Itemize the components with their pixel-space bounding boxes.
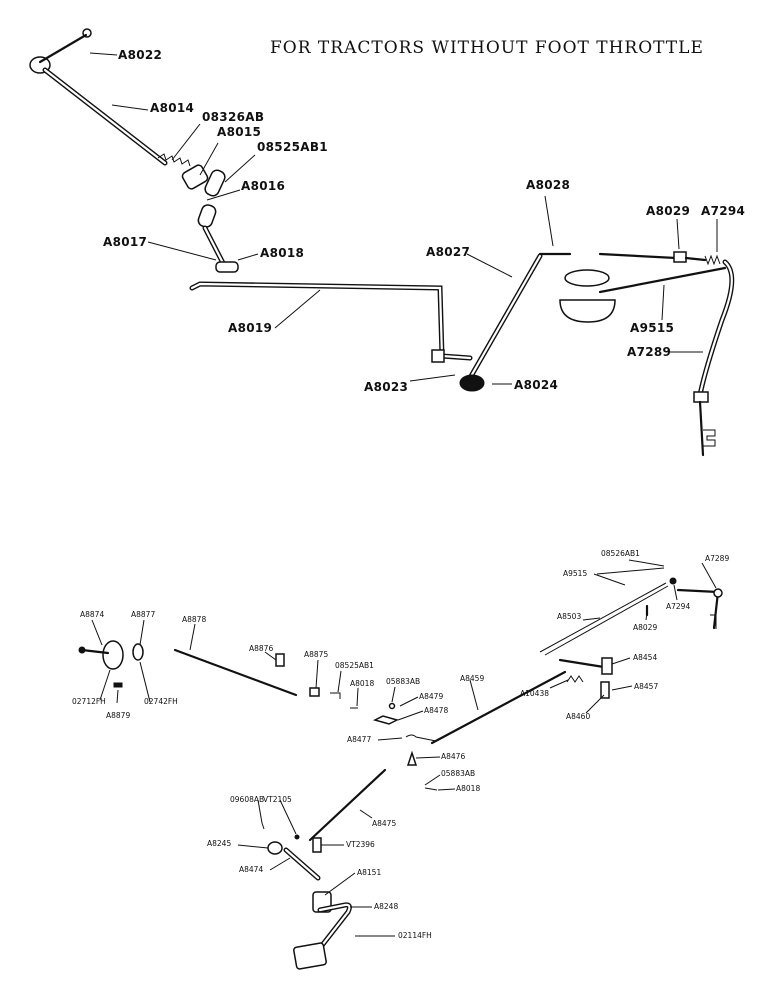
part-label: A8454 <box>633 653 658 662</box>
part-label: A8478 <box>424 706 449 715</box>
part-label: A8018 <box>350 679 375 688</box>
part-label: 05883AB <box>386 677 421 686</box>
part-label: 09608AB <box>230 795 265 804</box>
part-label: 08525AB1 <box>257 140 328 154</box>
part-label: A10438 <box>520 689 549 698</box>
part-label: A8016 <box>241 179 286 193</box>
part-label: A8151 <box>357 868 382 877</box>
part-label: A8027 <box>426 245 471 259</box>
part-label: 08326AB <box>202 110 265 124</box>
part-label: A8875 <box>304 650 329 659</box>
top-leader-lines <box>89 52 718 385</box>
part-label: A8017 <box>103 235 148 249</box>
part-label: A8457 <box>634 682 659 691</box>
part-label: A8876 <box>249 644 274 653</box>
part-label: A8245 <box>207 839 232 848</box>
part-label: 08525AB1 <box>335 661 374 670</box>
part-label: A8476 <box>441 752 466 761</box>
part-label: 05883AB <box>441 769 476 778</box>
part-label: A8029 <box>646 204 691 218</box>
part-label: 02114FH <box>398 931 432 940</box>
part-label: A8028 <box>526 178 571 192</box>
part-label: A8029 <box>633 623 658 632</box>
bottom-leader-lines <box>91 559 717 937</box>
part-label: A7294 <box>701 204 746 218</box>
part-label: A8503 <box>557 612 582 621</box>
part-label: A8479 <box>419 692 444 701</box>
part-label: A7289 <box>627 345 672 359</box>
part-label: A7294 <box>666 602 691 611</box>
part-label: A9515 <box>563 569 588 578</box>
part-label: A8015 <box>217 125 262 139</box>
part-label: VT2396 <box>346 840 375 849</box>
bottom-assembly-drawing <box>78 567 723 970</box>
part-label: A8018 <box>260 246 305 260</box>
part-label: A8023 <box>364 380 409 394</box>
part-label: A8019 <box>228 321 273 335</box>
part-label: A8018 <box>456 784 481 793</box>
part-label: A8477 <box>347 735 372 744</box>
part-label: A8014 <box>150 101 195 115</box>
part-label: A8475 <box>372 819 397 828</box>
part-label: A8877 <box>131 610 156 619</box>
part-label: A8474 <box>239 865 264 874</box>
part-label: 02742FH <box>144 697 178 706</box>
part-label: A8878 <box>182 615 207 624</box>
part-label: A9515 <box>630 321 675 335</box>
part-label: A8024 <box>514 378 559 392</box>
part-label: A8459 <box>460 674 485 683</box>
part-label: A7289 <box>705 554 730 563</box>
part-label: A8874 <box>80 610 105 619</box>
part-label: A8022 <box>118 48 163 62</box>
part-label: VT2105 <box>263 795 292 804</box>
diagram-title: FOR TRACTORS WITHOUT FOOT THROTTLE <box>270 38 704 58</box>
part-label: A8460 <box>566 712 591 721</box>
part-label: A8879 <box>106 711 131 720</box>
top-assembly-drawing <box>29 28 735 457</box>
part-label: 02712FH <box>72 697 106 706</box>
part-label: 08526AB1 <box>601 549 640 558</box>
part-label: A8248 <box>374 902 399 911</box>
